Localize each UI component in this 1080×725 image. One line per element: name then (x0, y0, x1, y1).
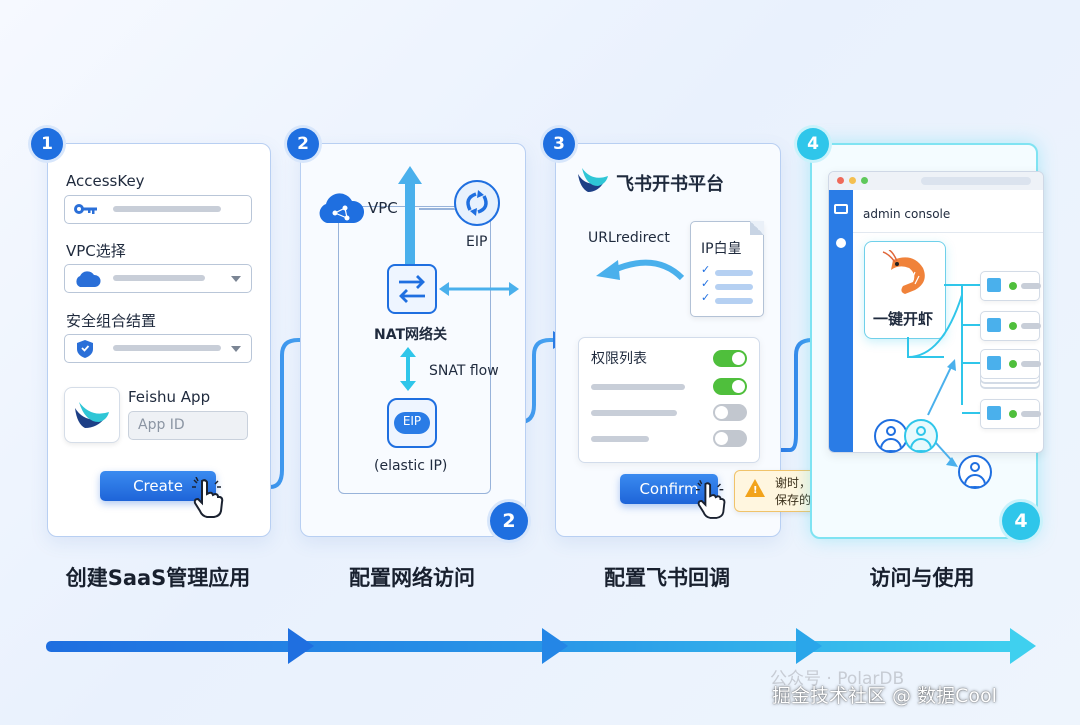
resource-row-3[interactable] (980, 349, 1041, 379)
shrimp-icon (882, 250, 925, 294)
create-button[interactable]: Create (100, 471, 216, 501)
confirm-button[interactable]: Confirm (620, 474, 718, 504)
timeline-arrow-3 (796, 628, 822, 664)
resource-row-4[interactable] (980, 399, 1041, 429)
url-redirect-label: URLredirect (588, 230, 670, 246)
permission-card: 权限列表 (578, 337, 760, 463)
status-dot (1009, 360, 1017, 368)
elastic-ip-label: (elastic IP) (374, 458, 448, 474)
cube-icon (987, 278, 1001, 292)
eip-inner-icon: EIP (387, 398, 437, 448)
eip-top-icon (454, 180, 500, 226)
permission-list-title: 权限列表 (591, 351, 647, 367)
sidebar-icon-2[interactable] (836, 238, 846, 248)
cube-icon (987, 356, 1001, 370)
status-dot (1009, 410, 1017, 418)
feishu-logo (64, 387, 120, 443)
step-3-panel: 飞书开书平台 URLredirect IP白皇 ✓ ✓ ✓ 权限列表 Confi… (555, 143, 781, 537)
feishu-app-title: Feishu App (128, 388, 211, 406)
hand-cursor-icon (192, 477, 224, 518)
watermark-line-2: 掘金技术社区 @ 数据Cool (772, 685, 997, 707)
step-4-corner-badge: 4 (1002, 502, 1040, 540)
snat-flow-label: SNAT flow (429, 363, 499, 379)
permission-toggle-3[interactable] (713, 404, 747, 421)
chevron-down-icon (231, 346, 241, 352)
feishu-platform-title: 飞书开书平台 (616, 174, 724, 195)
accesskey-label: AccessKey (66, 172, 145, 190)
permission-toggle-2[interactable] (713, 378, 747, 395)
step-2-corner-badge: 2 (490, 502, 528, 540)
user-avatar-2 (904, 419, 938, 453)
step-2-panel: VPC EIP NAT网络关 SNAT flow EIP (elastic IP… (300, 143, 526, 537)
accesskey-field[interactable] (64, 195, 252, 224)
ip-whitelist-label: IP白皇 (701, 241, 742, 257)
security-group-label: 安全组合结置 (66, 312, 157, 330)
admin-console-title: admin console (863, 207, 951, 221)
step-4-panel: admin console 一键开虾 (810, 143, 1044, 539)
status-dot (1009, 282, 1017, 290)
app-id-input[interactable]: App ID (128, 411, 248, 440)
sidebar-icon-1[interactable] (834, 204, 848, 214)
chevron-down-icon (231, 276, 241, 282)
timeline-bar (46, 641, 1021, 652)
step-4-badge: 4 (797, 128, 829, 160)
timeline-arrow-4 (1010, 628, 1036, 664)
timeline-arrow-1 (288, 628, 314, 664)
one-click-card[interactable]: 一键开虾 (864, 241, 946, 339)
outbound-arrow (398, 166, 422, 266)
watermark-line-1: 公众号 · PolarDB (770, 669, 905, 689)
vpc-label: VPC (368, 199, 398, 217)
nat-gateway-icon (387, 264, 437, 314)
shield-icon (77, 340, 93, 358)
distribution-lines (907, 284, 984, 467)
step-1-caption: 创建SaaS管理应用 (65, 566, 251, 590)
bidirectional-arrow (439, 282, 519, 296)
redirect-curved-arrow (596, 259, 685, 281)
vpc-select[interactable] (64, 264, 252, 293)
resource-row-1[interactable] (980, 271, 1041, 301)
eip-top-label: EIP (466, 234, 488, 250)
user-avatar-3 (958, 455, 992, 489)
step-3-badge: 3 (543, 128, 575, 160)
step-4-caption: 访问与使用 (869, 566, 975, 590)
ip-whitelist-document: IP白皇 ✓ ✓ ✓ (690, 221, 764, 317)
permission-toggle-1[interactable] (713, 350, 747, 367)
vpc-select-label: VPC选择 (66, 242, 126, 260)
cube-icon (987, 318, 1001, 332)
permission-toggle-4[interactable] (713, 430, 747, 447)
nat-gateway-label: NAT网络关 (374, 327, 448, 343)
hand-cursor-icon (696, 480, 726, 519)
key-icon (74, 204, 97, 214)
step-2-caption: 配置网络访问 (349, 566, 475, 590)
snat-arrow (400, 347, 416, 391)
step-3-caption: 配置飞书回调 (604, 566, 730, 590)
feishu-bird-icon (578, 168, 608, 192)
user-avatar-1 (874, 419, 908, 453)
step-1-badge: 1 (31, 128, 63, 160)
resource-row-2[interactable] (980, 311, 1041, 341)
timeline-arrow-2 (542, 628, 568, 664)
status-dot (1009, 322, 1017, 330)
step-1-panel: AccessKey VPC选择 安全组合结置 Feishu App App I (47, 143, 271, 537)
one-click-label: 一键开虾 (873, 310, 934, 328)
eip-link-line (419, 208, 455, 210)
security-group-select[interactable] (64, 334, 252, 363)
vpc-cloud-icon (319, 193, 365, 223)
cube-icon (987, 406, 1001, 420)
step-2-badge: 2 (287, 128, 319, 160)
cloud-icon (76, 271, 101, 287)
console-sidebar (829, 190, 853, 452)
eip-inner-label: EIP (402, 414, 422, 428)
warning-icon (745, 479, 765, 497)
